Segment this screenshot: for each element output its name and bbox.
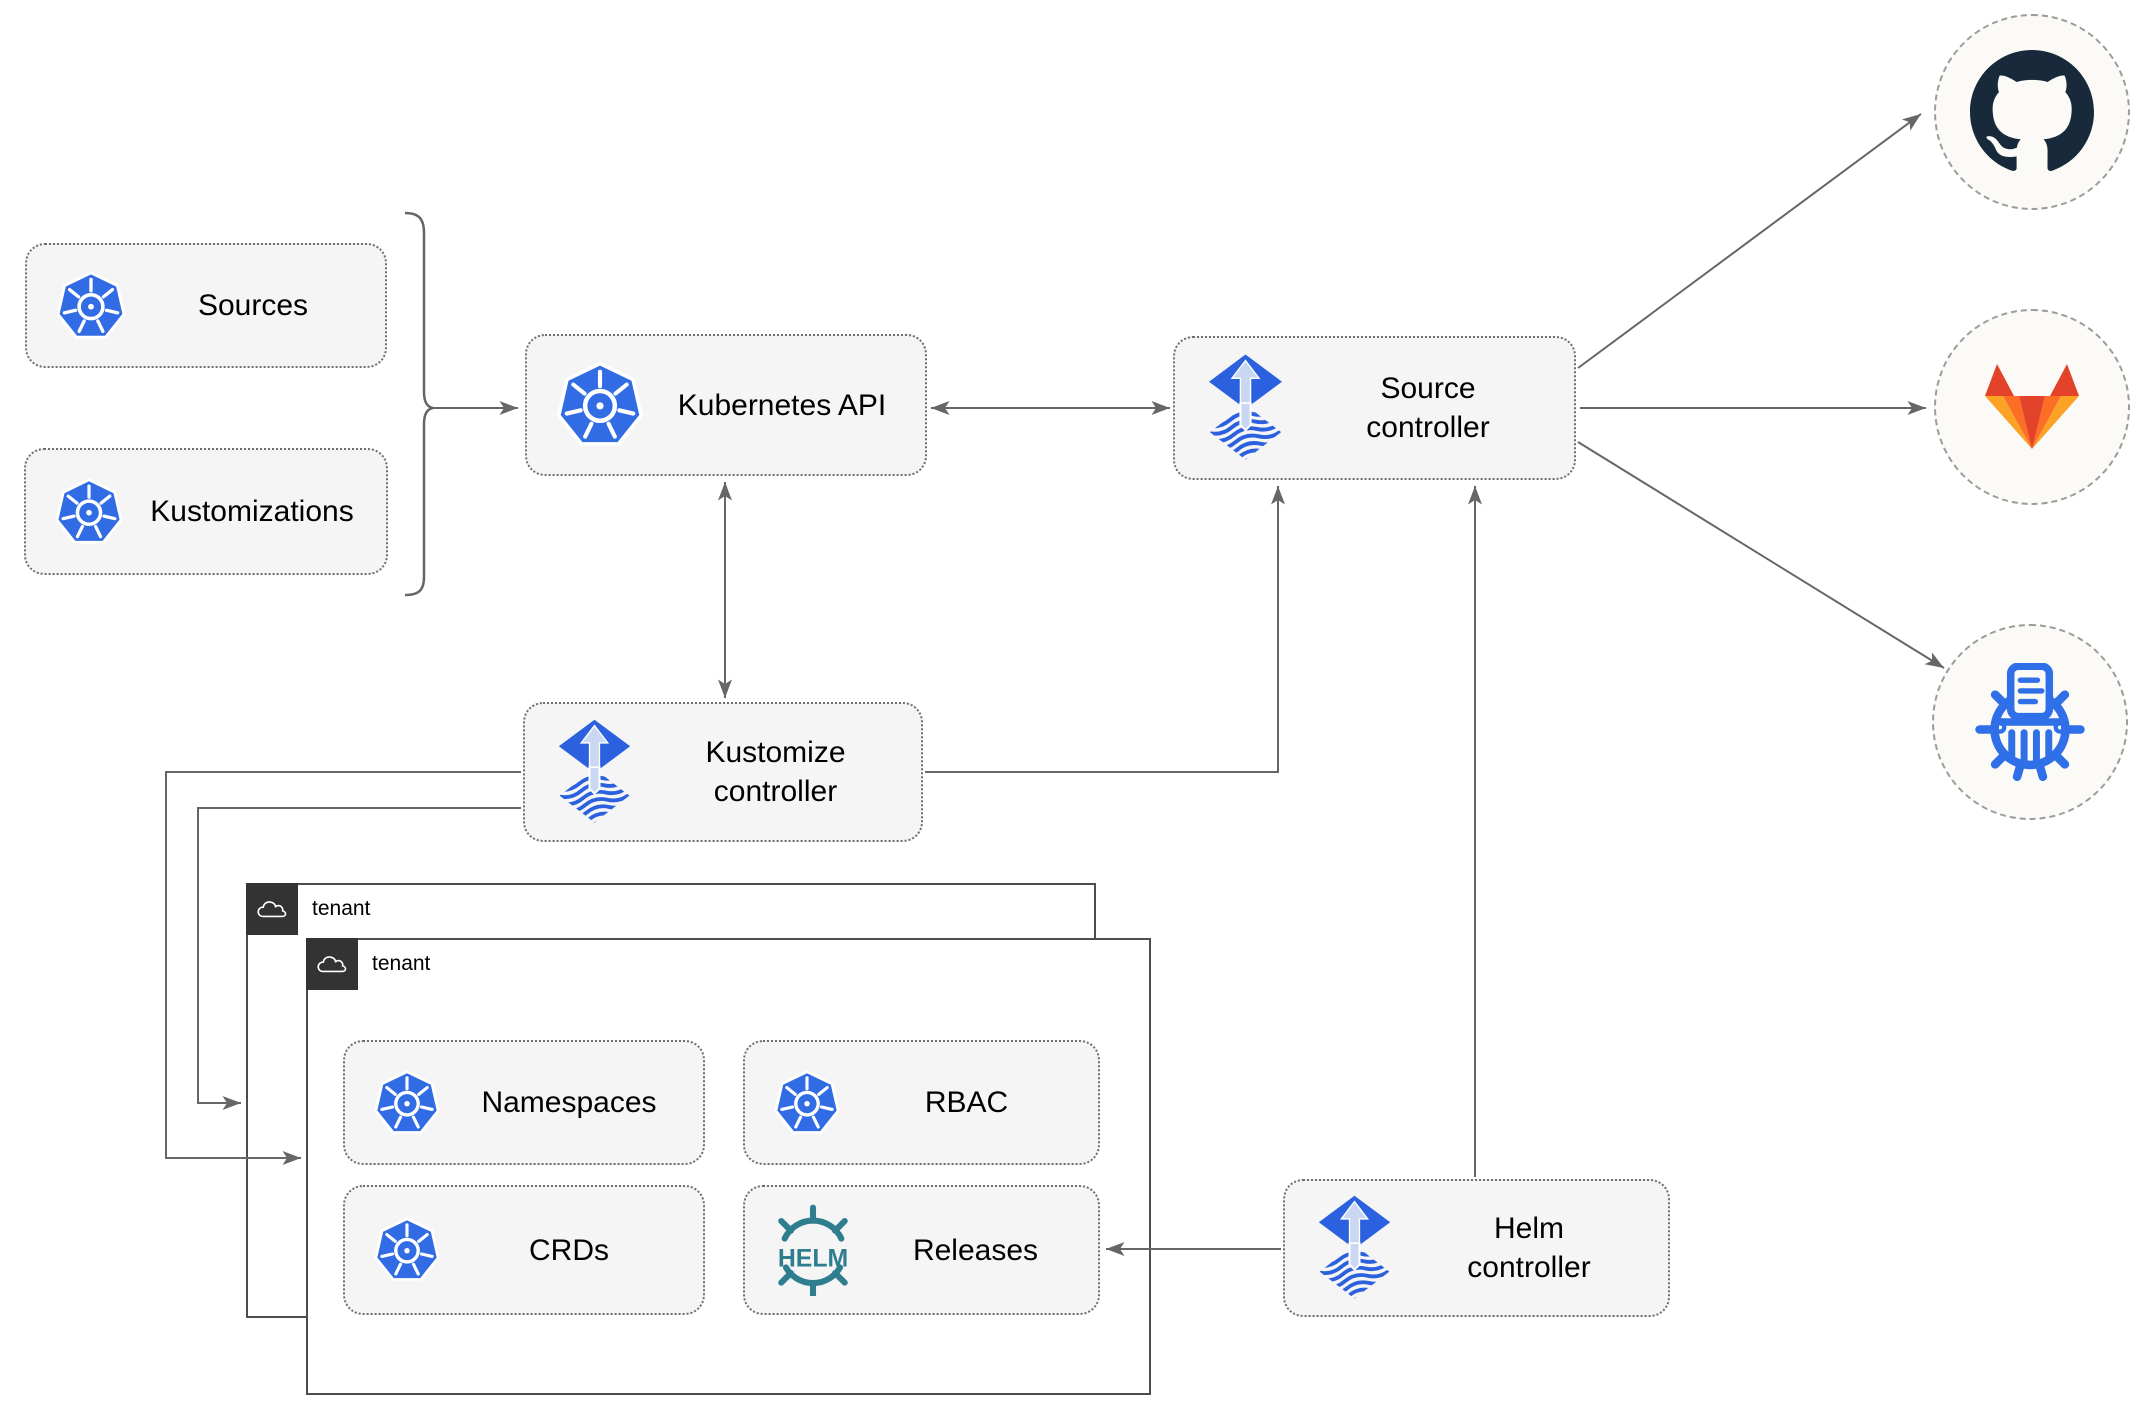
rbac-node: RBAC <box>743 1040 1100 1165</box>
helm-logo-icon: HELM <box>778 1204 848 1296</box>
source-controller-node: Source controller <box>1173 336 1576 480</box>
flux-icon <box>1313 1193 1396 1303</box>
kustomize-controller-node: Kustomize controller <box>523 702 923 842</box>
kustomizations-node: Kustomizations <box>24 448 388 575</box>
gitlab-repo-node <box>1934 309 2130 505</box>
kubernetes-icon <box>773 1069 841 1137</box>
tenant-front-tab <box>306 938 358 990</box>
namespaces-node: Namespaces <box>343 1040 705 1165</box>
edge-source-github <box>1577 113 1922 369</box>
helm-controller-label: Helm controller <box>1467 1212 1591 1284</box>
edge-kustomize-source <box>925 486 1285 773</box>
sources-node: Sources <box>25 243 387 368</box>
cloud-icon <box>314 951 350 977</box>
kustomize-controller-label: Kustomize controller <box>705 736 846 808</box>
rbac-label: RBAC <box>924 1086 1009 1119</box>
releases-node: HELM Releases <box>743 1185 1100 1315</box>
kubernetes-icon <box>555 360 645 450</box>
flux-icon <box>553 717 636 827</box>
kubernetes-api-node: Kubernetes API <box>525 334 927 476</box>
github-repo-node <box>1934 14 2130 210</box>
tenant-back-label: tenant <box>312 897 371 920</box>
kubernetes-icon <box>54 477 124 547</box>
helm-logo-text: HELM <box>778 1246 848 1273</box>
crds-node: CRDs <box>343 1185 705 1315</box>
namespaces-label: Namespaces <box>481 1086 657 1119</box>
kubernetes-icon <box>55 270 127 342</box>
flux-icon <box>1203 352 1288 464</box>
kubernetes-icon <box>373 1216 441 1284</box>
crds-label: CRDs <box>529 1233 609 1267</box>
source-controller-label: Source controller <box>1366 372 1490 444</box>
gitlab-icon <box>1982 363 2082 451</box>
releases-label: Releases <box>912 1233 1039 1267</box>
edge-source-chartmuseum <box>1577 441 1945 669</box>
tenant-back-tab <box>246 883 298 935</box>
helm-controller-node: Helm controller <box>1283 1179 1670 1317</box>
sources-label: Sources <box>197 289 309 322</box>
edge-bracket-sources-kustomizations <box>404 211 434 597</box>
chartmuseum-icon <box>1971 663 2089 781</box>
github-icon <box>1970 50 2094 174</box>
cloud-icon <box>254 896 290 922</box>
chartmuseum-repo-node <box>1932 624 2128 820</box>
tenant-front-label: tenant <box>372 952 431 975</box>
tenant-box-front: tenant <box>306 938 1151 1395</box>
kustomizations-label: Kustomizations <box>150 495 354 528</box>
kubernetes-api-label: Kubernetes API <box>677 388 887 422</box>
kubernetes-icon <box>373 1069 441 1137</box>
